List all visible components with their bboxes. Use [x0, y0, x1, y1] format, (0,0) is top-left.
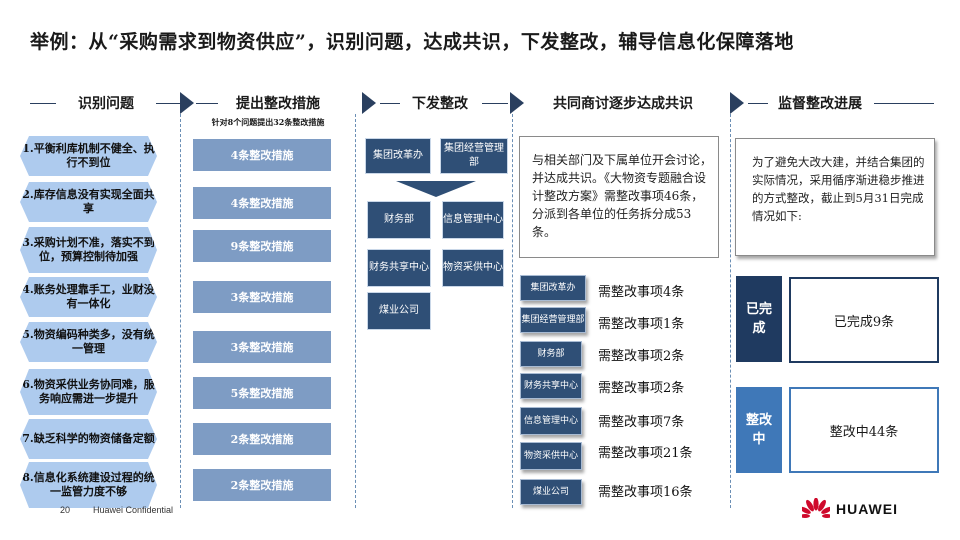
- measure-item: 3条整改措施: [193, 281, 331, 313]
- stage-header-row: 识别问题 提出整改措施 下发整改 共同商讨逐步达成共识 监督整改进展: [0, 88, 960, 118]
- task-count: 需整改事项16条: [598, 485, 693, 500]
- header-identify-problems: 识别问题: [78, 96, 134, 112]
- column-divider: [730, 114, 731, 508]
- measure-item: 3条整改措施: [193, 331, 331, 363]
- stage-arrow-icon: [362, 92, 376, 114]
- header-line: [748, 103, 768, 104]
- page-title: 举例：从“采购需求到物资供应”，识别问题，达成共识，下发整改，辅导信息化保障落地: [30, 31, 794, 53]
- header-reach-consensus: 共同商讨逐步达成共识: [553, 96, 693, 112]
- status-done-value: 已完成9条: [789, 277, 939, 363]
- consensus-description: 与相关部门及下属单位开会讨论，并达成共识。《大物资专题融合设计整改方案》需整改事…: [519, 136, 719, 258]
- confidential-label: Huawei Confidential: [93, 505, 174, 515]
- measure-item: 2条整改措施: [193, 423, 331, 455]
- measure-item: 4条整改措施: [193, 139, 331, 171]
- header-line: [30, 103, 56, 104]
- status-in-progress-value: 整改中44条: [789, 387, 939, 473]
- page-number: 20: [60, 505, 71, 515]
- status-done-label: 已完成: [736, 276, 782, 362]
- task-unit: 煤业公司: [520, 479, 582, 505]
- unit-operations-dept: 集团经营管理部: [440, 138, 508, 174]
- problem-item: 8.信息化系统建设过程的统一监管力度不够: [20, 462, 157, 508]
- problem-item: 6.物资采供业务协同难，服务响应需进一步提升: [20, 369, 157, 415]
- task-unit: 物资采供中心: [520, 442, 582, 470]
- header-line: [380, 103, 400, 104]
- problem-item: 7.缺乏科学的物资储备定额: [20, 419, 157, 459]
- huawei-logo: HUAWEI: [802, 498, 912, 522]
- measure-item: 2条整改措施: [193, 469, 331, 501]
- task-unit: 信息管理中心: [520, 407, 582, 435]
- monitor-description: 为了避免大改大建，并结合集团的实际情况，采用循序渐进稳步推进的方式整改，截止到5…: [735, 138, 935, 256]
- task-unit: 财务共享中心: [520, 373, 582, 399]
- problem-item: 3.采购计划不准，落实不到位，预算控制待加强: [20, 227, 157, 273]
- task-count: 需整改事项2条: [598, 349, 685, 364]
- unit-reform-office: 集团改革办: [365, 138, 431, 174]
- header-propose-measures: 提出整改措施: [236, 96, 320, 112]
- status-in-progress-label: 整改中: [736, 387, 782, 473]
- measure-item: 5条整改措施: [193, 377, 331, 409]
- column-divider: [355, 114, 356, 508]
- stage-arrow-icon: [730, 92, 744, 114]
- stage-arrow-icon: [180, 92, 194, 114]
- header-line: [156, 103, 180, 104]
- header-line: [874, 103, 934, 104]
- stage-arrow-icon: [510, 92, 524, 114]
- huawei-logo-text: HUAWEI: [836, 501, 898, 517]
- problem-item: 5.物资编码种类多，没有统一管理: [20, 322, 157, 362]
- unit-coal-company: 煤业公司: [367, 292, 431, 330]
- column-divider: [180, 114, 181, 508]
- measure-item: 9条整改措施: [193, 230, 331, 262]
- huawei-petal-icon: [802, 498, 830, 518]
- problem-item: 4.账务处理靠手工，业财没有一体化: [20, 277, 157, 317]
- measures-note: 针对8个问题提出32条整改措施: [211, 117, 325, 127]
- header-line: [482, 103, 508, 104]
- measure-item: 4条整改措施: [193, 187, 331, 219]
- task-unit: 集团经营管理部: [520, 307, 586, 333]
- header-issue-rectification: 下发整改: [412, 96, 468, 112]
- unit-info-center: 信息管理中心: [442, 201, 504, 239]
- task-count: 需整改事项21条: [598, 446, 693, 461]
- header-line: [196, 103, 218, 104]
- problem-item: 2.库存信息没有实现全面共享: [20, 182, 157, 222]
- task-count: 需整改事项4条: [598, 285, 685, 300]
- task-count: 需整改事项7条: [598, 415, 685, 430]
- column-divider: [512, 114, 513, 508]
- task-count: 需整改事项1条: [598, 317, 685, 332]
- task-count: 需整改事项2条: [598, 381, 685, 396]
- unit-material-supply-center: 物资采供中心: [442, 249, 504, 287]
- distribute-arrow-icon: [396, 181, 476, 197]
- task-unit: 财务部: [520, 341, 582, 367]
- header-monitor-progress: 监督整改进展: [778, 96, 862, 112]
- unit-finance-dept: 财务部: [367, 201, 431, 239]
- task-unit: 集团改革办: [520, 275, 586, 301]
- problem-item: 1.平衡利库机制不健全、执行不到位: [20, 136, 157, 176]
- unit-finance-shared-center: 财务共享中心: [367, 249, 431, 287]
